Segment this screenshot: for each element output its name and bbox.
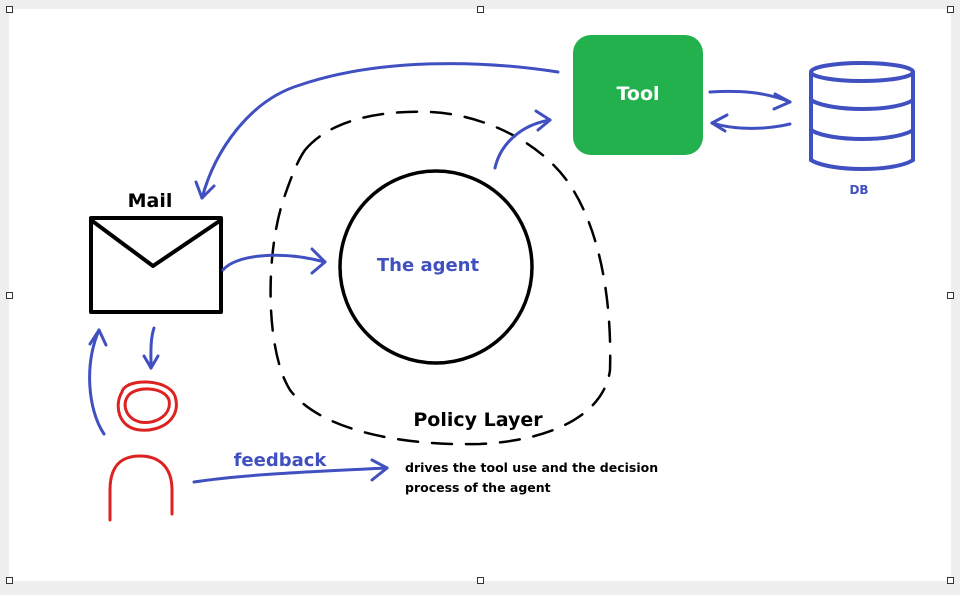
policy-description-line2: process of the agent — [405, 480, 551, 495]
resize-handle-middle-left[interactable] — [6, 292, 13, 299]
resize-handle-bottom-right[interactable] — [947, 577, 954, 584]
tool-label: Tool — [616, 83, 659, 105]
resize-handle-bottom-center[interactable] — [477, 577, 484, 584]
feedback-arrow — [192, 458, 389, 484]
policy-layer-label: Policy Layer — [413, 409, 543, 431]
resize-handle-bottom-left[interactable] — [6, 577, 13, 584]
user-to-mail-arrow — [88, 328, 108, 436]
resize-handle-top-center[interactable] — [477, 6, 484, 13]
policy-layer-boundary — [269, 110, 612, 446]
agent-label: The agent — [377, 255, 480, 276]
user-person-icon[interactable] — [108, 380, 178, 522]
feedback-label: feedback — [234, 450, 328, 471]
tool-box[interactable] — [573, 35, 703, 155]
tool-to-db-arrow — [708, 89, 792, 111]
db-to-tool-arrow — [710, 113, 792, 133]
resize-handle-middle-right[interactable] — [947, 292, 954, 299]
resize-handle-top-right[interactable] — [947, 6, 954, 13]
tool-to-mail-arrow — [194, 62, 560, 200]
db-label: DB — [849, 183, 868, 197]
database-cylinder-icon[interactable] — [809, 61, 915, 171]
mail-to-user-arrow — [142, 326, 160, 370]
agent-circle[interactable] — [338, 169, 534, 365]
canvas — [9, 9, 951, 581]
mail-label: Mail — [128, 190, 173, 212]
mail-to-agent-arrow — [221, 247, 327, 275]
resize-handle-top-left[interactable] — [6, 6, 13, 13]
policy-description-line1: drives the tool use and the decision — [405, 460, 658, 475]
envelope-icon[interactable] — [89, 216, 223, 314]
policy-to-tool-arrow — [493, 109, 552, 170]
